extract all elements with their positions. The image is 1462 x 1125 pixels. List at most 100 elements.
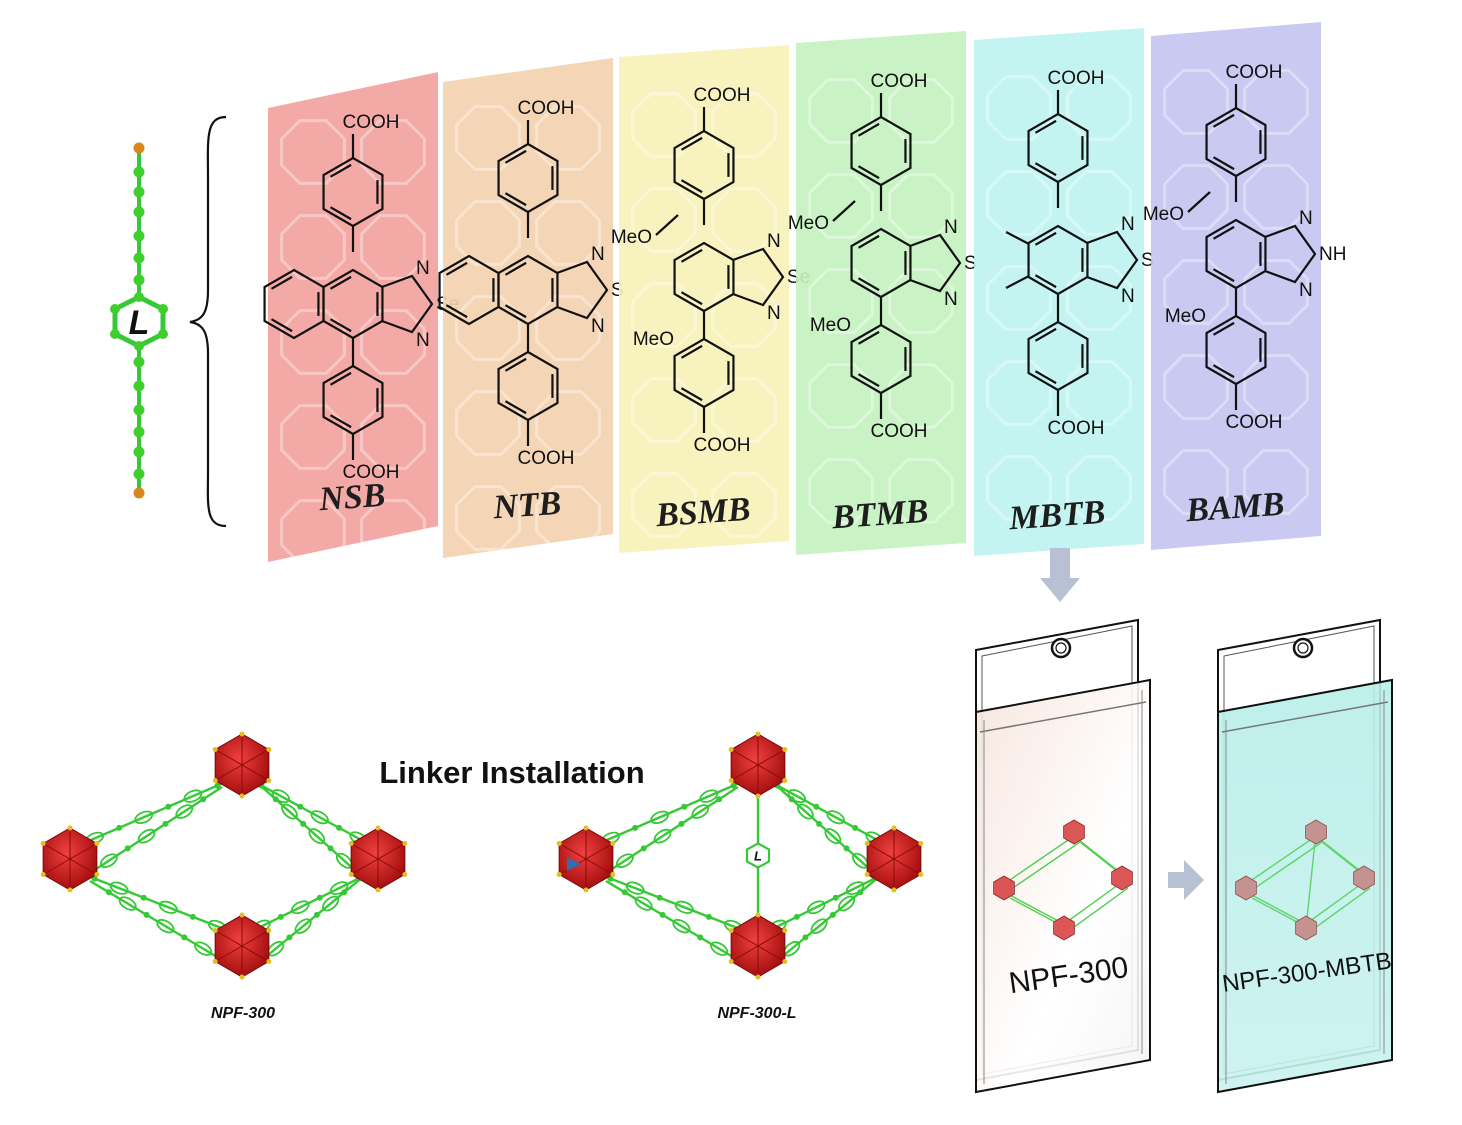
- heteroatom-label: S: [1141, 250, 1154, 271]
- mini-framework: [1235, 819, 1375, 941]
- card-pattern: [455, 485, 521, 551]
- organic-linker: [605, 785, 739, 875]
- organic-linker: [777, 880, 875, 961]
- card-pattern: [1163, 164, 1229, 230]
- down-arrow: [1040, 548, 1080, 602]
- metal-cluster: [556, 825, 616, 893]
- card-pattern: [1066, 455, 1132, 521]
- top-cooh-label: COOH: [694, 85, 751, 106]
- card-pattern: [711, 187, 777, 253]
- card-pattern: [280, 499, 346, 565]
- nitrogen-label: N: [416, 330, 430, 351]
- brace: [189, 115, 227, 528]
- card-pattern: [808, 458, 874, 524]
- card-pattern: [631, 472, 697, 538]
- card-name-label: NTB: [491, 485, 562, 527]
- framework-npf-300: [40, 731, 408, 980]
- card-pattern: [280, 119, 346, 185]
- linker-ring-atom: [134, 341, 144, 351]
- metal-cluster: [348, 825, 408, 893]
- card-pattern: [888, 173, 954, 239]
- card-pattern: [711, 92, 777, 158]
- organic-linker: [89, 879, 223, 962]
- linker-atom: [133, 468, 145, 480]
- top-cooh-label: COOH: [871, 71, 928, 92]
- card-pattern: [280, 404, 346, 470]
- methoxy-top-label: MeO: [611, 227, 652, 248]
- card-pattern: [711, 472, 777, 538]
- heterocycle-ring: [732, 247, 785, 307]
- card-pattern: [808, 78, 874, 144]
- benzene-ring: [1205, 106, 1267, 178]
- bottom-cooh-label: COOH: [1048, 418, 1105, 439]
- box-front-pocket: [975, 678, 1151, 1094]
- benzene-ring: [1205, 314, 1267, 386]
- card-pattern: [888, 78, 954, 144]
- card-name-label: BAMB: [1184, 486, 1286, 530]
- heterocycle-ring: [909, 233, 962, 293]
- card-background: [619, 45, 789, 553]
- linker-end-atom: [133, 487, 145, 499]
- card-pattern: [888, 363, 954, 429]
- card-name-label: MBTB: [1007, 494, 1107, 538]
- top-cooh-label: COOH: [1048, 68, 1105, 89]
- nitrogen-label: N: [767, 231, 781, 252]
- linker-ring-atom: [110, 304, 120, 314]
- card-pattern: [360, 119, 426, 185]
- metal-cluster: [728, 912, 788, 980]
- benzene-ring: [497, 142, 559, 214]
- mini-cluster: [1063, 819, 1085, 845]
- bottom-cooh-label: COOH: [1226, 412, 1283, 433]
- mini-cluster: [1295, 915, 1317, 941]
- benzene-ring: [673, 337, 735, 409]
- card-name-label: BSMB: [654, 491, 752, 535]
- organic-linker: [605, 879, 739, 962]
- bottom-cooh-label: COOH: [343, 462, 400, 483]
- card-background: [268, 72, 438, 562]
- card-pattern: [455, 200, 521, 266]
- metal-cluster: [212, 912, 272, 980]
- card-pattern: [808, 173, 874, 239]
- heterocycle-ring: [381, 274, 434, 334]
- molecule-cards: COOHNNSeCOOHNSBCOOHNNSCOOHNTBCOOHMeONNSe…: [263, 22, 1346, 565]
- benzene-ring: [1027, 320, 1089, 392]
- mini-cluster: [1305, 819, 1327, 845]
- benzene-ring: [850, 323, 912, 395]
- box-hang-hole: [1292, 637, 1314, 659]
- box-npf-300: NPF-300: [975, 618, 1151, 1094]
- box-hang-hole: [1050, 637, 1072, 659]
- methoxy-top-label: MeO: [788, 213, 829, 234]
- card-pattern: [631, 377, 697, 443]
- framework-label-npf-300: NPF-300: [211, 1005, 275, 1022]
- organic-linker: [69, 773, 243, 851]
- card-pattern: [455, 105, 521, 171]
- metal-cluster: [40, 825, 100, 893]
- top-cooh-label: COOH: [518, 98, 575, 119]
- nitrogen-label: N: [591, 316, 605, 337]
- card-pattern: [888, 458, 954, 524]
- card-pattern: [1243, 354, 1309, 420]
- linker-installation-title: Linker Installation: [379, 755, 644, 790]
- card-pattern: [711, 377, 777, 443]
- linker-ring-atom: [158, 304, 168, 314]
- linker-atom: [133, 404, 145, 416]
- linker-end-atom: [133, 142, 145, 154]
- top-cooh-label: COOH: [343, 112, 400, 133]
- framework-label-npf-300-l: NPF-300-L: [717, 1005, 796, 1022]
- mini-framework: [993, 819, 1133, 941]
- metal-cluster: [212, 731, 272, 799]
- card-name-label: NSB: [317, 477, 387, 519]
- linker-atom: [133, 186, 145, 198]
- mini-cluster: [1353, 865, 1375, 891]
- benzene-ring: [322, 364, 384, 436]
- nitrogen-label: N: [1299, 208, 1313, 229]
- card-pattern: [535, 200, 601, 266]
- linker-atom: [133, 446, 145, 458]
- bottom-cooh-label: COOH: [518, 448, 575, 469]
- linker-atom: [133, 356, 145, 368]
- nitrogen-label: N: [944, 289, 958, 310]
- card-pattern: [808, 363, 874, 429]
- card-pattern: [360, 499, 426, 565]
- card-pattern: [986, 360, 1052, 426]
